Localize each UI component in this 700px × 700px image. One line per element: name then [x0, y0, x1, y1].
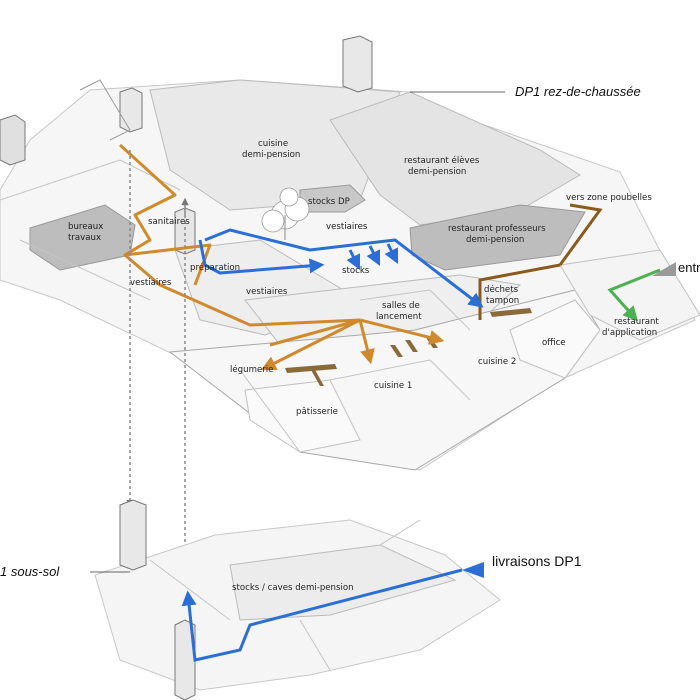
room-label-restaurant-app-2: d'application — [602, 328, 657, 338]
ground-floor-title: DP1 rez-de-chaussée — [515, 84, 641, 99]
room-label-restaurant-eleves-1: restaurant élèves — [404, 155, 480, 166]
partition-lines — [0, 159, 471, 453]
room-label-vestiaires-1: vestiaires — [326, 222, 368, 232]
room-label-cuisine-1-room: cuisine 1 — [374, 381, 412, 391]
entry-flow — [607, 268, 661, 322]
entry-label: entr — [678, 260, 700, 275]
room-label-dechets-2: tampon — [486, 296, 519, 306]
room-label-restaurant-profs-2: demi-pension — [466, 235, 524, 245]
basement-goods-flow — [181, 568, 463, 662]
restaurant-eleves-zone — [329, 91, 581, 226]
room-label-vestiaires-2: vestiaires — [130, 278, 172, 288]
room-label-office: office — [542, 338, 566, 348]
room-label-restaurant-app-1: restaurant — [614, 317, 659, 327]
basement-shaft-left — [119, 499, 147, 571]
office-room — [509, 299, 601, 379]
room-label-cuisine-1: cuisine — [258, 139, 288, 149]
basement-shaft-right — [174, 619, 196, 700]
stair-shafts — [0, 35, 373, 255]
room-label-stocks-dp: stocks DP — [308, 197, 350, 207]
room-label-legumerie: légumerie — [230, 364, 273, 375]
room-label-dechets-1: déchets — [484, 284, 519, 295]
room-label-vestiaires-3: vestiaires — [246, 287, 288, 297]
room-label-restaurant-profs-1: restaurant professeurs — [448, 224, 546, 234]
room-label-restaurant-eleves-2: demi-pension — [408, 167, 466, 177]
room-label-vers-zone-poubelles: vers zone poubelles — [566, 193, 652, 203]
room-label-cuisine-2: demi-pension — [242, 150, 300, 160]
basement-plan — [94, 499, 501, 700]
goods-flow — [198, 228, 484, 308]
room-label-cuisine-2-room: cuisine 2 — [478, 357, 516, 367]
room-label-patisserie: pâtisserie — [296, 407, 338, 417]
basement-title: 1 sous-sol — [0, 564, 60, 579]
room-label-stocks: stocks — [342, 266, 370, 276]
restaurant-professeurs-room — [409, 204, 586, 271]
patisserie-room — [244, 379, 361, 453]
entry-marker-icon — [652, 262, 676, 276]
ground-floor-plan — [0, 35, 700, 471]
room-label-stocks-caves: stocks / caves demi-pension — [232, 583, 354, 593]
room-label-bureaux-1: bureaux — [68, 222, 103, 232]
room-label-sanitaires: sanitaires — [148, 217, 190, 227]
room-label-salles-1: salles de — [382, 301, 420, 311]
tree-icon — [261, 187, 310, 240]
staff-flow — [118, 143, 445, 371]
room-label-preparation: préparation — [190, 262, 240, 273]
room-label-bureaux-2: travaux — [68, 233, 101, 243]
stocks-caves-room — [229, 544, 457, 621]
deliveries-label: livraisons DP1 — [492, 553, 582, 569]
delivery-marker-icon — [462, 562, 484, 578]
room-label-salles-2: lancement — [376, 312, 422, 322]
